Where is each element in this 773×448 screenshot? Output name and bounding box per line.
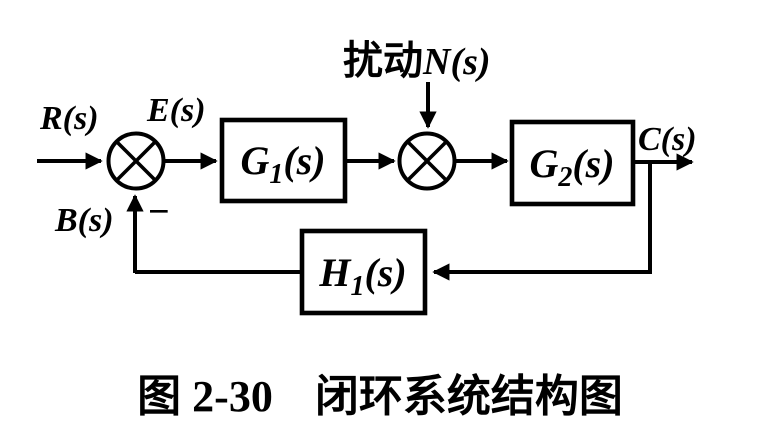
feedback-branch-wire	[432, 162, 652, 281]
g1-block	[219, 117, 348, 204]
figure-title: 闭环系统结构图	[314, 372, 623, 421]
disturbance-label: 扰动N(s)	[343, 38, 491, 83]
sum2-cross-mark	[406, 140, 448, 182]
figure-number: 图 2-30	[137, 372, 273, 421]
g1-block-label: G1(s)	[240, 138, 325, 190]
sum1-cross-mark	[115, 140, 157, 182]
block-diagram-canvas: G1(s) G2(s) H1(s) R(s) E(s) B(s) C(s) 扰动…	[37, 38, 697, 316]
minus-sign: −	[148, 191, 170, 233]
feedback-signal-label: B(s)	[54, 202, 114, 239]
g2-block-label: G2(s)	[529, 141, 614, 193]
h1-block	[299, 228, 428, 316]
h1-block-label: H1(s)	[318, 250, 406, 302]
g2-block	[509, 119, 636, 207]
output-signal-label: C(s)	[638, 121, 697, 158]
error-signal-label: E(s)	[146, 92, 206, 129]
input-signal-label: R(s)	[39, 100, 99, 137]
figure-caption: 图 2-30 闭环系统结构图	[0, 360, 760, 424]
